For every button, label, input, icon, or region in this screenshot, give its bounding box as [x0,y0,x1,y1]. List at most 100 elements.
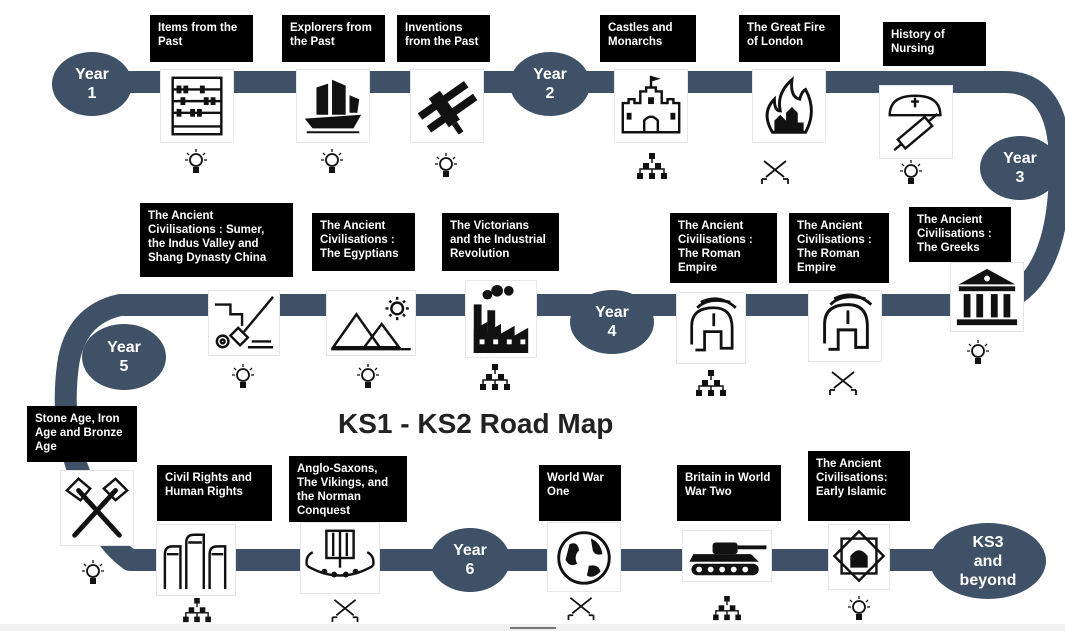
milestone-label: and [973,552,1003,570]
milestone-ks3: KS3 and beyond [930,523,1046,599]
biplane-icon [410,69,484,143]
topic-label: Inventions from the Past [397,15,490,62]
milestone-year-6: Year 6 [430,528,510,592]
topic-label-line: Civilisations : Sumer, [148,224,265,236]
milestone-year-5: Year 5 [82,324,166,390]
topic-label-line: Nursing [891,43,935,55]
globe-icon [547,522,621,592]
lightbulb-icon [900,160,922,188]
hierarchy-icon [635,153,669,181]
fire-icon [752,69,826,143]
topic-label-line: The Egyptians [320,248,399,260]
milestone-label: Year [75,66,109,83]
crossed-swords-icon [828,368,858,396]
milestone-label: Year [107,339,141,356]
topic-label-line: the Norman [297,491,361,503]
topic-label-line: Civilisations: [816,472,888,484]
excavation-icon [208,290,280,356]
milestone-label: beyond [959,571,1017,589]
milestone-number: 6 [465,561,475,578]
milestone-number: 2 [545,85,555,102]
milestone-number: 5 [119,358,129,375]
topic-label-line: the Indus Valley and [148,238,259,250]
roman-helmet-icon [808,290,882,362]
topic-label-line: Empire [678,262,717,274]
topic-label-line: Past [158,36,183,48]
islamic-star-icon [828,524,890,590]
topic-label-line: Items from the [158,22,238,34]
topic-label-line: Stone Age, Iron [35,413,120,425]
topic-label-line: The Ancient [917,214,983,226]
hierarchy-icon [478,364,512,392]
milestone-label: Year [595,304,629,321]
topic-label-line: The Ancient [678,220,744,232]
topic-label-line: History of [891,29,945,41]
topic-label-line: The Roman [678,248,741,260]
topic-label-line: The Ancient [320,220,386,232]
hierarchy-icon [694,370,728,398]
lightbulb-icon [185,149,207,177]
hierarchy-icon [180,598,214,624]
lightbulb-icon [82,560,104,588]
milestone-year-3: Year 3 [980,136,1060,200]
topic-label-line: from the Past [405,36,479,48]
castle-icon [614,69,688,143]
greek-temple-icon [950,262,1024,332]
milestone-number: 4 [607,323,617,340]
pyramids-icon [326,290,416,356]
milestone-number: 3 [1015,169,1025,186]
topic-label: History of Nursing [883,22,986,66]
roman-helmet-icon [676,292,746,364]
crossed-swords-icon [330,596,360,623]
stone-axes-icon [60,470,134,546]
topic-label-line: Civilisations : [678,234,753,246]
bottom-divider [510,627,556,629]
lightbulb-icon [967,340,989,368]
topic-label-line: The Ancient [816,458,882,470]
topic-label-line: Empire [797,262,836,274]
topic-label-line: The Victorians [450,220,530,232]
topic-label-line: Conquest [297,505,351,517]
milestone-label: Year [453,542,487,559]
topic-label-line: One [547,486,570,498]
milestone-label: KS3 [972,533,1004,551]
topic-label-line: of London [747,36,804,48]
lightbulb-icon [435,153,457,181]
topic-label-line: Monarchs [608,36,663,48]
topic-label-line: Shang Dynasty China [148,252,267,264]
topic-label-line: The Roman [797,248,860,260]
topic-label-line: Inventions [405,22,463,34]
crossed-swords-icon [760,157,790,185]
topic-label-line: the Past [290,36,335,48]
topic-label-line: The Ancient [148,210,214,222]
topic-label-line: Age [35,441,57,453]
topic-label-line: The Great Fire [747,22,825,34]
lightbulb-icon [848,596,870,624]
topic-label-line: The Greeks [917,242,980,254]
topic-label-line: Explorers from [290,22,372,34]
topic-label-line: Castles and [608,22,673,34]
milestone-year-4: Year 4 [570,290,654,354]
topic-label-line: The Vikings, and [297,477,389,489]
topic-label: Explorers from the Past [282,15,385,62]
topic-label-line: Human Rights [165,486,243,498]
topic-label-line: The Ancient [797,220,863,232]
viking-ship-icon [300,522,380,594]
milestone-year-2: Year 2 [510,52,590,116]
topic-label-line: Anglo-Saxons, [297,463,378,475]
topic-label-line: Britain in World [685,472,771,484]
lightbulb-icon [357,364,379,392]
lightbulb-icon [232,364,254,392]
topic-label-line: Age and Bronze [35,427,123,439]
